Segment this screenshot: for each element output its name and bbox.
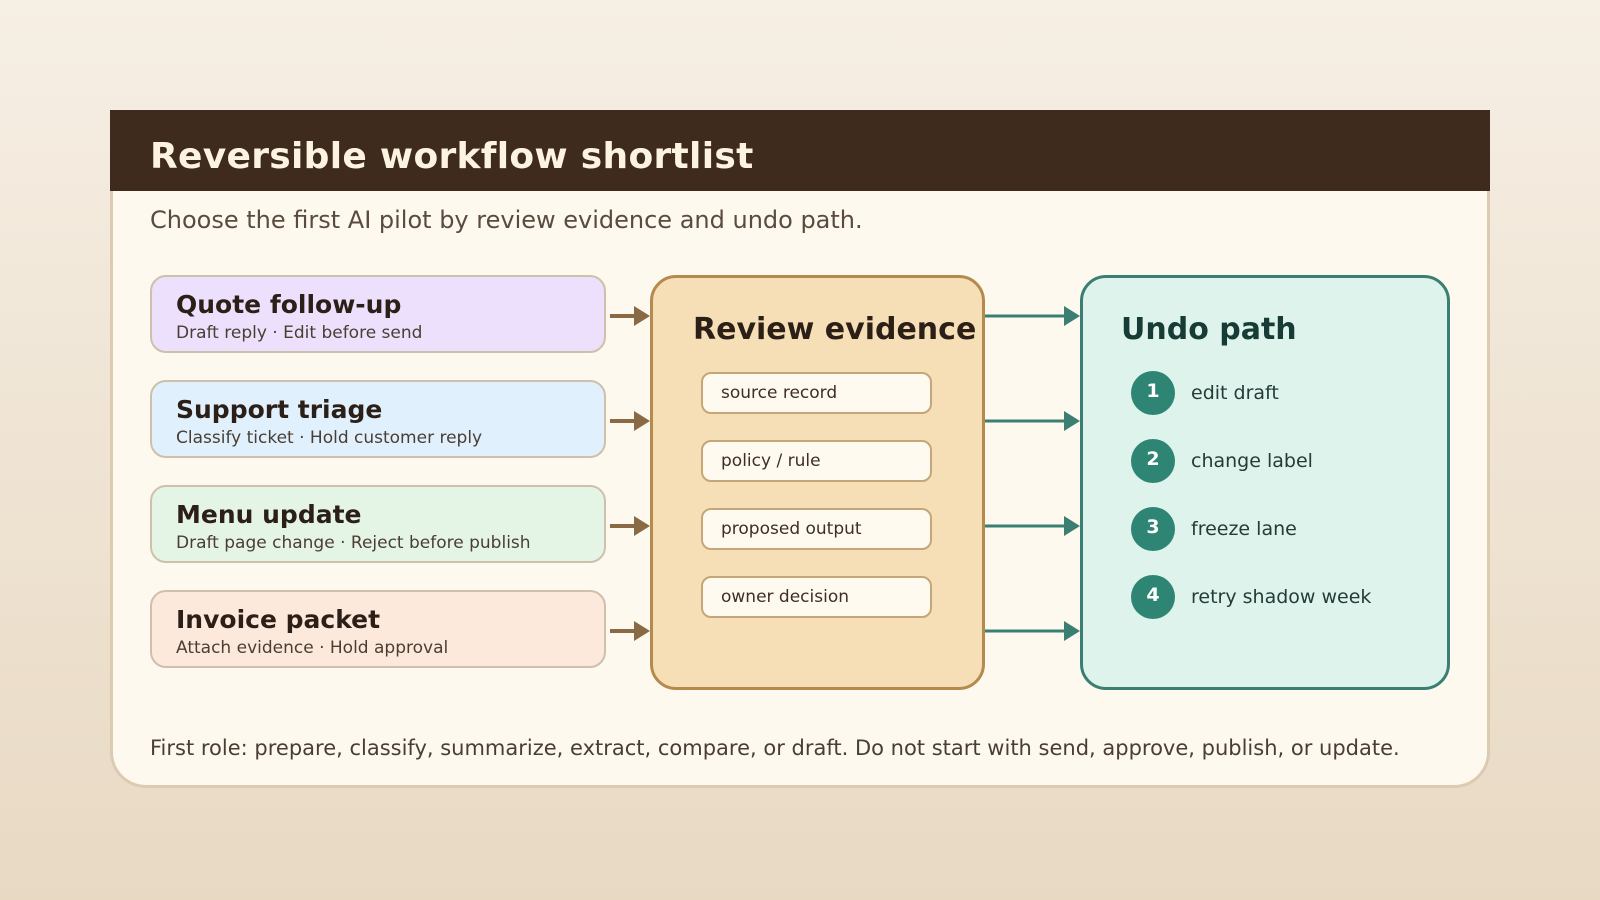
input-arrow bbox=[610, 516, 650, 536]
undo-path-box: Undo path 1 edit draft 2 change label 3 … bbox=[1080, 275, 1450, 690]
output-arrow bbox=[985, 306, 1080, 326]
output-arrow bbox=[985, 516, 1080, 536]
step-number-badge: 1 bbox=[1131, 371, 1175, 415]
option-detail: Draft page change · Reject before publis… bbox=[176, 533, 531, 553]
step-label: freeze lane bbox=[1191, 518, 1297, 540]
page-subtitle: Choose the first AI pilot by review evid… bbox=[150, 206, 863, 234]
option-invoice-packet: Invoice packet Attach evidence · Hold ap… bbox=[150, 590, 606, 668]
step-number-badge: 4 bbox=[1131, 575, 1175, 619]
evidence-item: proposed output bbox=[701, 508, 932, 550]
option-name: Invoice packet bbox=[176, 605, 381, 634]
option-quote-follow-up: Quote follow-up Draft reply · Edit befor… bbox=[150, 275, 606, 353]
output-arrow bbox=[985, 621, 1080, 641]
footer-note: First role: prepare, classify, summarize… bbox=[150, 736, 1400, 760]
option-name: Menu update bbox=[176, 500, 362, 529]
option-detail: Draft reply · Edit before send bbox=[176, 323, 423, 343]
option-detail: Attach evidence · Hold approval bbox=[176, 638, 449, 658]
step-label: change label bbox=[1191, 450, 1313, 472]
undo-path-title: Undo path bbox=[1121, 312, 1297, 347]
option-menu-update: Menu update Draft page change · Reject b… bbox=[150, 485, 606, 563]
input-arrow bbox=[610, 621, 650, 641]
option-name: Quote follow-up bbox=[176, 290, 402, 319]
header-bar: Reversible workflow shortlist bbox=[110, 110, 1490, 191]
output-arrow bbox=[985, 411, 1080, 431]
evidence-item: owner decision bbox=[701, 576, 932, 618]
review-evidence-box: Review evidence source record policy / r… bbox=[650, 275, 985, 690]
page-title: Reversible workflow shortlist bbox=[150, 136, 754, 177]
evidence-item: source record bbox=[701, 372, 932, 414]
step-label: edit draft bbox=[1191, 382, 1279, 404]
evidence-item: policy / rule bbox=[701, 440, 932, 482]
option-name: Support triage bbox=[176, 395, 383, 424]
option-detail: Classify ticket · Hold customer reply bbox=[176, 428, 483, 448]
review-evidence-title: Review evidence bbox=[693, 312, 977, 347]
step-label: retry shadow week bbox=[1191, 586, 1372, 608]
step-number-badge: 3 bbox=[1131, 507, 1175, 551]
option-support-triage: Support triage Classify ticket · Hold cu… bbox=[150, 380, 606, 458]
input-arrow bbox=[610, 411, 650, 431]
input-arrow bbox=[610, 306, 650, 326]
step-number-badge: 2 bbox=[1131, 439, 1175, 483]
